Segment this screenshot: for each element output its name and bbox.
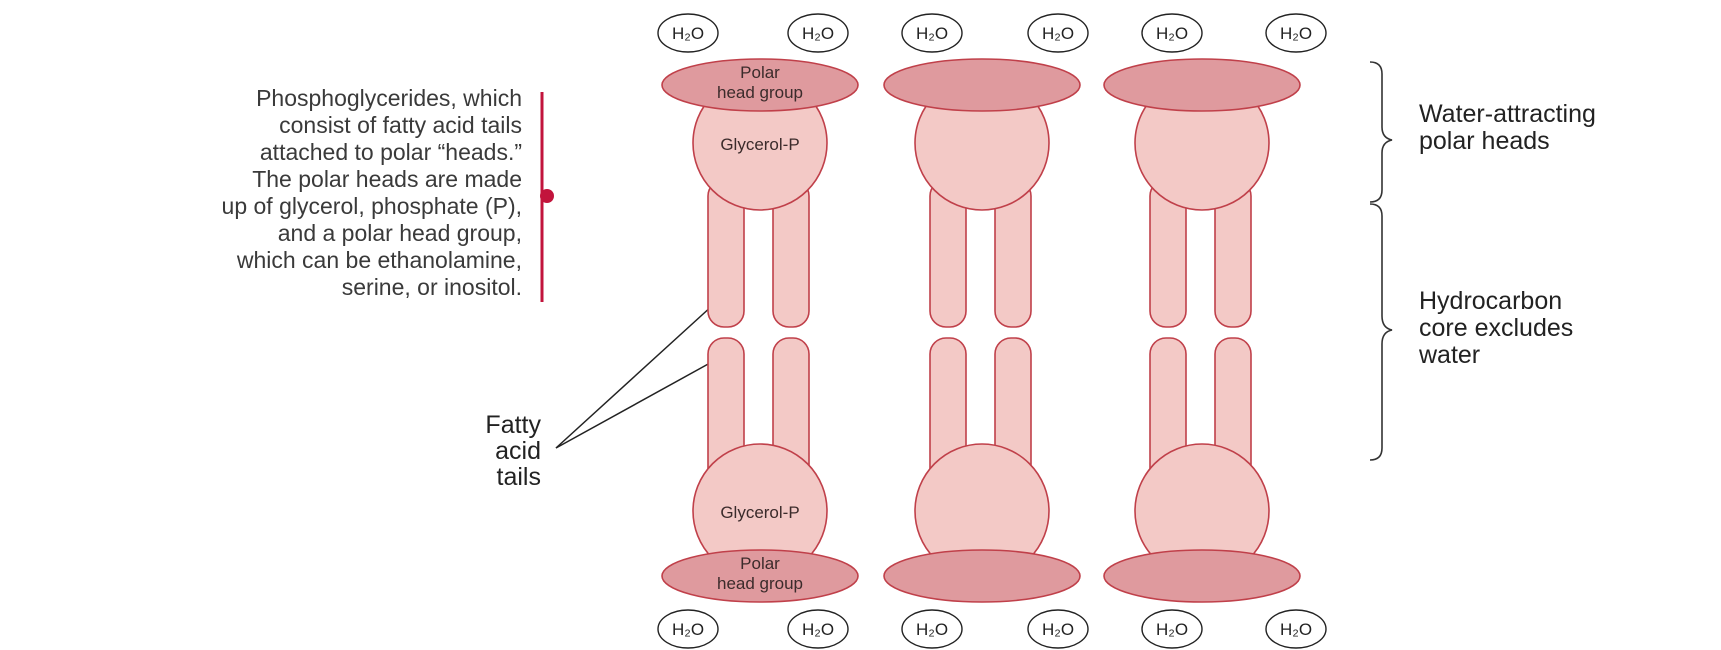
water-label: H₂O: [916, 620, 948, 639]
hydrocarbon-line: core excludes: [1419, 314, 1573, 342]
polar-head-group: [1104, 59, 1300, 111]
water-molecule: H₂O: [1266, 14, 1326, 52]
water-molecule: H₂O: [902, 610, 962, 648]
water-molecule: H₂O: [1142, 14, 1202, 52]
caption-line: up of glycerol, phosphate (P),: [222, 193, 522, 219]
water-molecule: H₂O: [658, 14, 718, 52]
polar-head-label: Polar: [740, 554, 780, 573]
brace-polar-heads: [1370, 62, 1392, 202]
glycerol-p-label: Glycerol-P: [720, 135, 799, 154]
water-molecule: H₂O: [1028, 14, 1088, 52]
water-molecule: H₂O: [788, 610, 848, 648]
caption-line: consist of fatty acid tails: [279, 112, 522, 138]
water-label: H₂O: [802, 620, 834, 639]
caption-line: serine, or inositol.: [342, 274, 522, 300]
water-label: H₂O: [672, 24, 704, 43]
water-label: H₂O: [672, 620, 704, 639]
fatty-acid-tails-label: Fatty acid tails: [485, 411, 541, 491]
polar-head-label: head group: [717, 83, 803, 102]
water-attracting-line: polar heads: [1419, 127, 1550, 155]
water-attracting-line: Water-attracting: [1419, 100, 1596, 128]
water-label: H₂O: [1042, 24, 1074, 43]
water-label: H₂O: [802, 24, 834, 43]
polar-head-label: Polar: [740, 63, 780, 82]
polar-head-group: [884, 550, 1080, 602]
water-molecule: H₂O: [788, 14, 848, 52]
polar-head-group: [1104, 550, 1300, 602]
water-label: H₂O: [916, 24, 948, 43]
polar-head-label: head group: [717, 574, 803, 593]
hydrocarbon-core-label: Hydrocarbon core excludes water: [1418, 287, 1573, 369]
fatty-acid-label-line: tails: [497, 463, 541, 491]
water-molecule: H₂O: [658, 610, 718, 648]
phospholipid-column: [1104, 59, 1300, 602]
water-label: H₂O: [1042, 620, 1074, 639]
polar-head-group: [884, 59, 1080, 111]
fatty-acid-label-line: Fatty: [485, 411, 541, 439]
water-attracting-label: Water-attracting polar heads: [1419, 100, 1596, 155]
caption-line: and a polar head group,: [278, 220, 522, 246]
water-molecule: H₂O: [902, 14, 962, 52]
fatty-acid-label-line: acid: [495, 437, 541, 465]
pointer-line-upper: [556, 305, 713, 448]
caption-line: which can be ethanolamine,: [236, 247, 522, 273]
water-label: H₂O: [1156, 620, 1188, 639]
glycerol-p-label: Glycerol-P: [720, 503, 799, 522]
hydrocarbon-line: water: [1418, 341, 1480, 369]
pointer-line-lower: [556, 363, 710, 448]
caption-pointer-dot: [540, 189, 554, 203]
hydrocarbon-line: Hydrocarbon: [1419, 287, 1562, 315]
water-label: H₂O: [1280, 620, 1312, 639]
caption-line: Phosphoglycerides, which: [256, 85, 522, 111]
caption-line: attached to polar “heads.”: [260, 139, 522, 165]
water-label: H₂O: [1156, 24, 1188, 43]
caption-line: The polar heads are made: [252, 166, 522, 192]
water-molecule: H₂O: [1028, 610, 1088, 648]
phospholipid-column: [884, 59, 1080, 602]
water-label: H₂O: [1280, 24, 1312, 43]
brace-hydrocarbon-core: [1370, 204, 1392, 460]
caption-block: Phosphoglycerides, which consist of fatt…: [222, 85, 522, 300]
water-molecule: H₂O: [1266, 610, 1326, 648]
water-molecule: H₂O: [1142, 610, 1202, 648]
